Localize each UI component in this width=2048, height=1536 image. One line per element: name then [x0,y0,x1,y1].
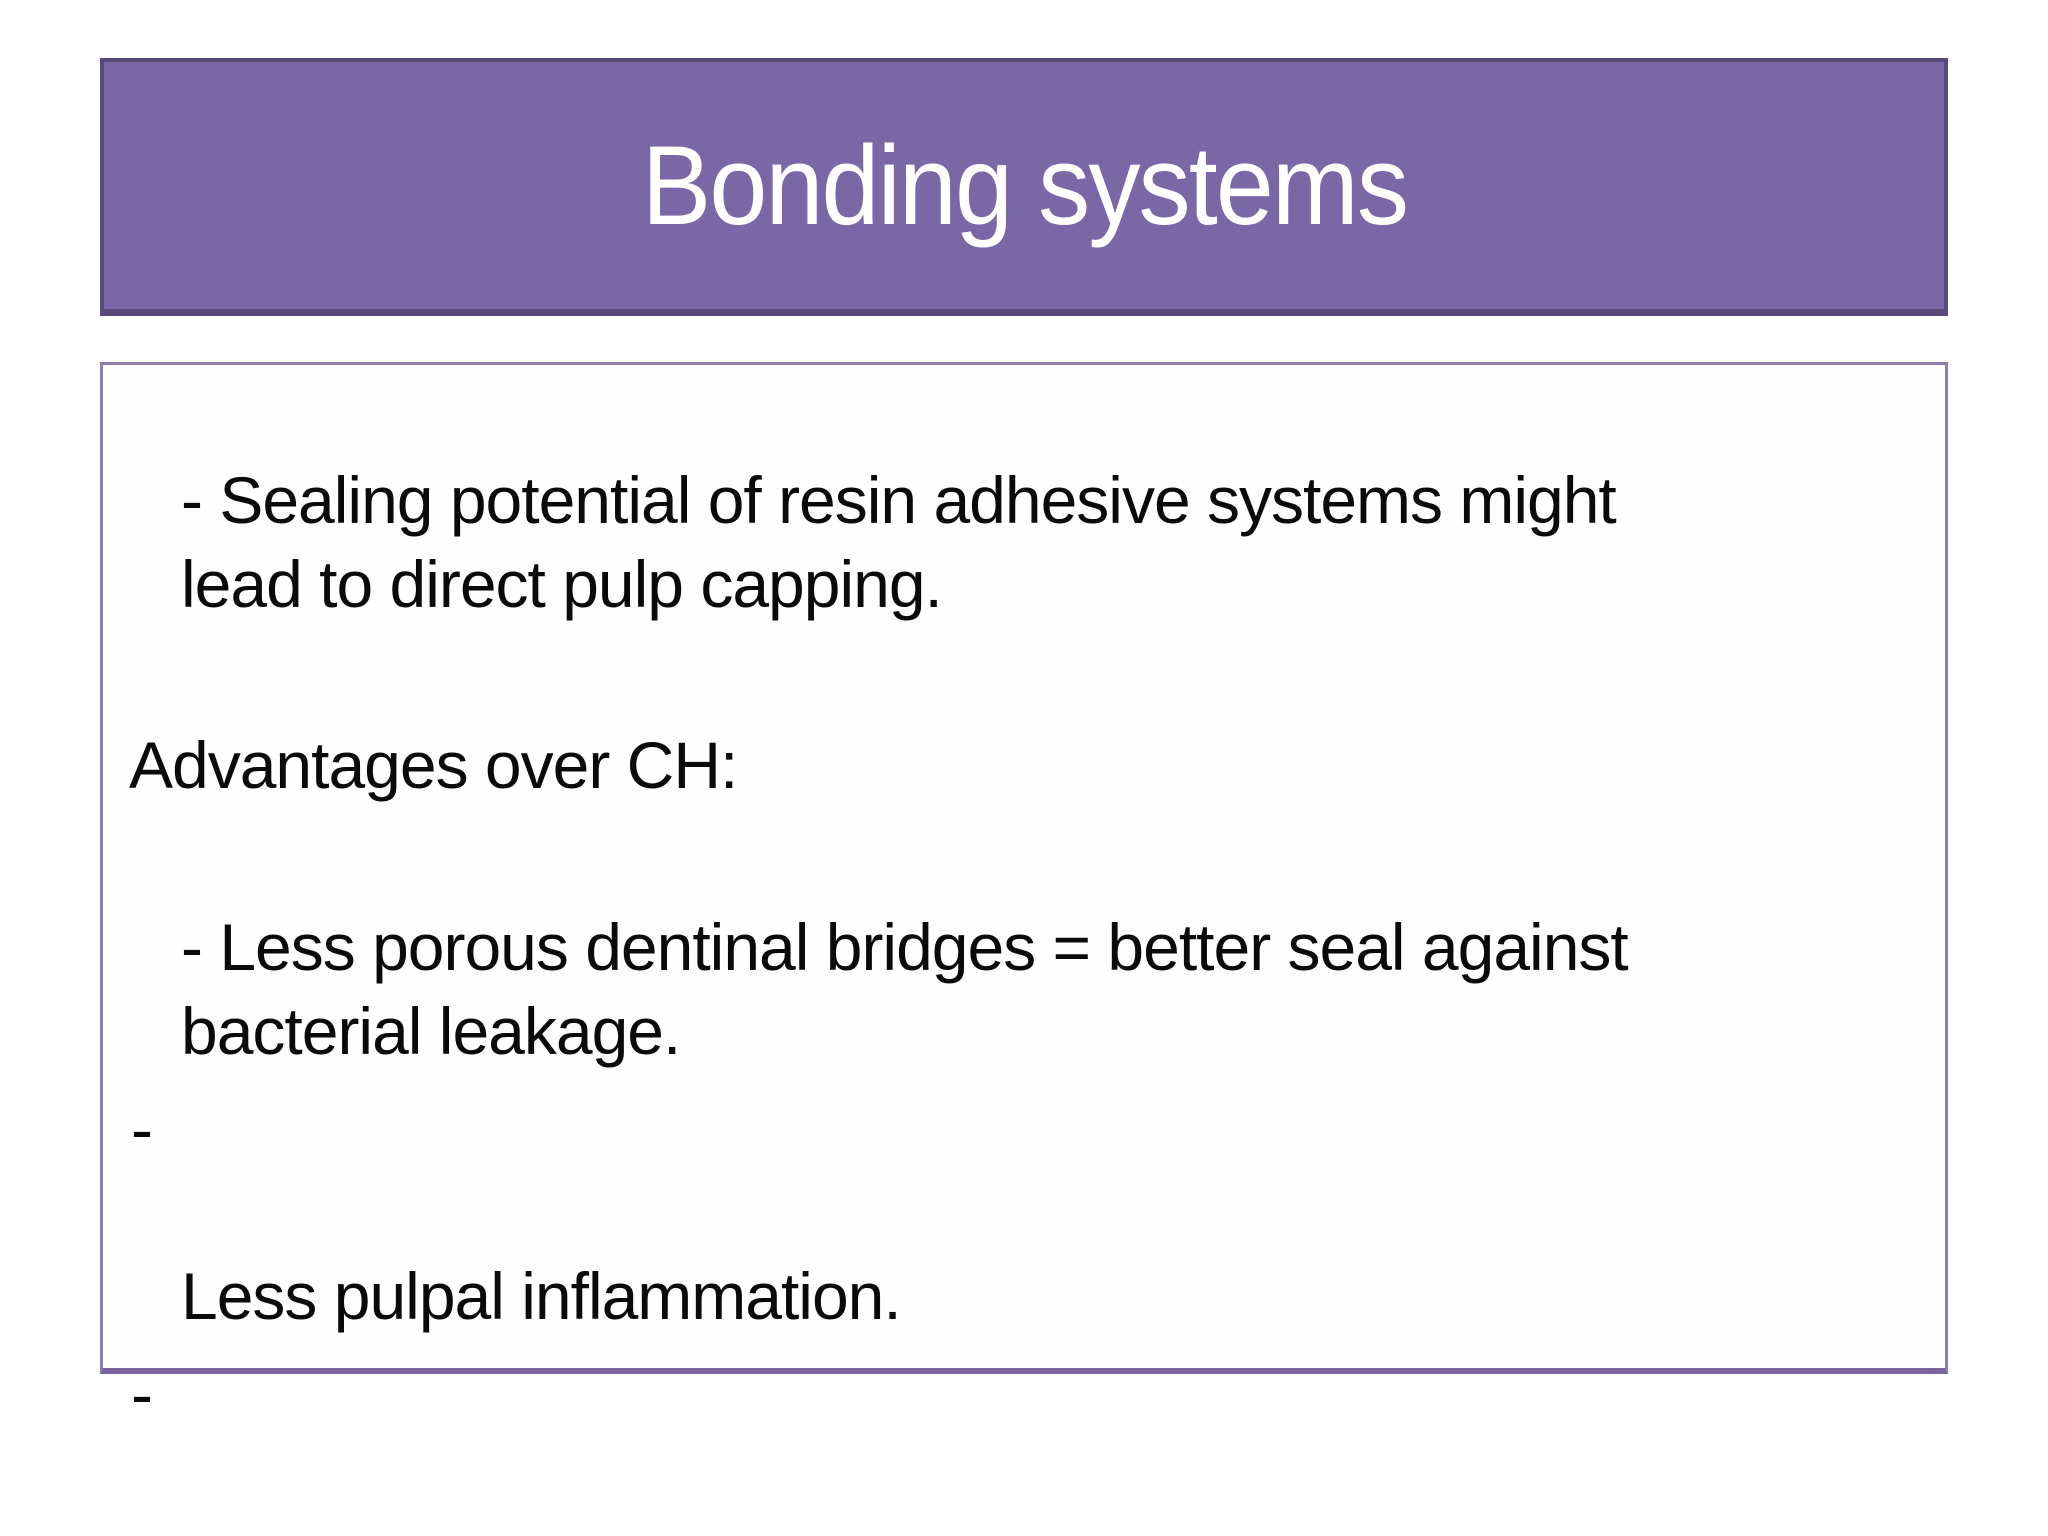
title-box: Bonding systems [100,58,1948,316]
bullet-text: - Less porous dentinal bridges = better … [181,909,1629,1068]
bullet-item-sealing: - Sealing potential of resin adhesive sy… [129,375,1917,626]
bullet-item-less-porous: - Less porous dentinal bridges = better … [129,822,1917,1073]
slide-title: Bonding systems [641,122,1408,248]
bullet-item-disadvantages: - Disadvantages over CH: - Lower success… [129,1353,1917,1536]
bullet-dash: - [131,1356,153,1431]
bullet-text: Less pulpal inflammation. [181,1259,902,1334]
bullet-text: Disadvantages over CH: - Lower success r… [181,1525,1514,1536]
bullet-item-less-pulpal: - Less pulpal inflammation. [129,1088,1917,1339]
body-text-box: - Sealing potential of resin adhesive sy… [100,362,1948,1536]
bullet-text: - Sealing potential of resin adhesive sy… [181,462,1617,621]
bullet-dash: - [131,1091,153,1166]
heading-advantages: Advantages over CH: [129,640,1917,808]
heading-text: Advantages over CH: [129,728,738,803]
